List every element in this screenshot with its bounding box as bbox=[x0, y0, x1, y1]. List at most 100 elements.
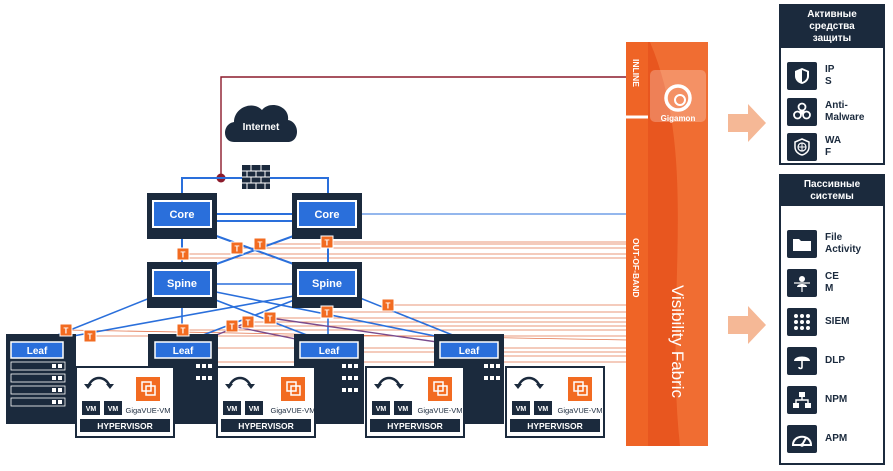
tap-label: T bbox=[235, 245, 240, 254]
system-item-label: SIEM bbox=[825, 316, 850, 327]
tap-marker: T bbox=[263, 311, 277, 325]
umbrella-icon bbox=[787, 347, 817, 375]
tap-label: T bbox=[258, 241, 263, 250]
tap-label: T bbox=[325, 309, 330, 318]
tap-label: T bbox=[268, 315, 273, 324]
tap-marker: T bbox=[320, 305, 334, 319]
tap-label: T bbox=[64, 327, 69, 336]
hypervisor-block-4: VM VM GigaVUE-VM HYPERVISOR bbox=[505, 366, 605, 438]
tap-label: T bbox=[230, 323, 235, 332]
tool-item-label: IP S bbox=[825, 64, 835, 87]
internet-label: Internet bbox=[243, 122, 280, 133]
leaf-label: Leaf bbox=[319, 346, 340, 357]
leaf-rack-3: Leaf bbox=[294, 334, 364, 424]
biohazard-icon bbox=[787, 98, 817, 126]
vm-label: VM bbox=[538, 406, 549, 413]
system-item-label: APM bbox=[825, 433, 848, 444]
gigamon-brand: Gigamon bbox=[661, 114, 696, 123]
core-label: Core bbox=[314, 209, 339, 221]
network-nodes-icon bbox=[787, 386, 817, 414]
system-item-label: File Activity bbox=[825, 232, 862, 255]
system-item-dlp[interactable]: DLP bbox=[787, 347, 845, 375]
core-switch-left: Core bbox=[147, 193, 217, 239]
gigavue-label: GigaVUE-VM bbox=[417, 406, 462, 415]
globe-shield-icon bbox=[787, 133, 817, 161]
tap-label: T bbox=[88, 333, 93, 342]
active-tools-panel: Активные средства защиты IP S Anti- Malw… bbox=[779, 4, 885, 165]
tap-marker: T bbox=[241, 315, 255, 329]
network-user-icon bbox=[787, 269, 817, 297]
core-label: Core bbox=[169, 209, 194, 221]
tap-label: T bbox=[386, 302, 391, 311]
vm-label: VM bbox=[249, 406, 260, 413]
gigamon-logo-icon bbox=[664, 84, 692, 112]
leaf-label: Leaf bbox=[27, 346, 48, 357]
system-item-apm[interactable]: APM bbox=[787, 425, 847, 453]
leaf-rack-1: Leaf bbox=[6, 334, 76, 424]
vm-label: VM bbox=[516, 406, 527, 413]
passive-systems-panel: Пассивные системы File Activity CE M SIE… bbox=[779, 174, 885, 465]
visibility-fabric: INLINE OUT-OF-BAND Gigamon Visibility Fa… bbox=[626, 42, 708, 446]
system-item-label: NPM bbox=[825, 394, 848, 405]
spine-switch-left: Spine bbox=[147, 262, 217, 308]
folder-icon bbox=[787, 230, 817, 258]
core-switch-right: Core bbox=[292, 193, 362, 239]
tap-label: T bbox=[181, 327, 186, 336]
tap-marker: T bbox=[381, 298, 395, 312]
spine-label: Spine bbox=[167, 278, 197, 290]
spine-label: Spine bbox=[312, 278, 342, 290]
gigavue-label: GigaVUE-VM bbox=[270, 406, 315, 415]
inline-label: INLINE bbox=[631, 59, 641, 87]
system-item-siem[interactable]: SIEM bbox=[787, 308, 849, 336]
tap-marker: T bbox=[320, 235, 334, 249]
arrow-to-passive-icon bbox=[728, 306, 766, 344]
tool-item-label: WA F bbox=[825, 135, 842, 158]
gigavue-label: GigaVUE-VM bbox=[557, 406, 602, 415]
system-item-cem[interactable]: CE M bbox=[787, 269, 839, 297]
shield-icon bbox=[787, 62, 817, 90]
system-item-label: CE M bbox=[825, 271, 839, 294]
hypervisor-label: HYPERVISOR bbox=[97, 421, 153, 431]
tap-marker: T bbox=[225, 319, 239, 333]
tap-marker: T bbox=[59, 323, 73, 337]
active-tools-title: Активные средства защиты bbox=[781, 6, 883, 48]
vm-label: VM bbox=[108, 406, 119, 413]
hypervisor-block-1: VM VM GigaVUE-VM HYPERVISOR bbox=[75, 366, 175, 438]
hypervisor-label: HYPERVISOR bbox=[238, 421, 294, 431]
tap-markers: T T T T T T T T T T T T bbox=[59, 235, 395, 343]
hypervisor-block-2: VM VM GigaVUE-VM HYPERVISOR bbox=[216, 366, 316, 438]
tap-label: T bbox=[181, 251, 186, 260]
fabric-label: Visibility Fabric bbox=[668, 285, 687, 399]
hypervisor-block-3: VM VM GigaVUE-VM HYPERVISOR bbox=[365, 366, 465, 438]
tap-marker: T bbox=[176, 323, 190, 337]
system-item-label: DLP bbox=[825, 355, 845, 366]
arrow-to-active-icon bbox=[728, 104, 766, 142]
tool-item-anti-malware[interactable]: Anti- Malware bbox=[787, 98, 864, 126]
hypervisor-label: HYPERVISOR bbox=[387, 421, 443, 431]
leaf-label: Leaf bbox=[459, 346, 480, 357]
hypervisor-label: HYPERVISOR bbox=[527, 421, 583, 431]
vm-label: VM bbox=[227, 406, 238, 413]
tap-marker: T bbox=[83, 329, 97, 343]
gigavue-label: GigaVUE-VM bbox=[125, 406, 170, 415]
tap-label: T bbox=[325, 239, 330, 248]
spine-switch-right: Spine bbox=[292, 262, 362, 308]
tool-item-ips[interactable]: IP S bbox=[787, 62, 834, 90]
tap-marker: T bbox=[230, 241, 244, 255]
grid-nodes-icon bbox=[787, 308, 817, 336]
vm-label: VM bbox=[398, 406, 409, 413]
core-uplinks bbox=[181, 177, 329, 222]
system-item-npm[interactable]: NPM bbox=[787, 386, 847, 414]
tool-item-waf[interactable]: WA F bbox=[787, 133, 841, 161]
rack-slots bbox=[196, 364, 500, 392]
vm-label: VM bbox=[86, 406, 97, 413]
internet-cloud: Internet bbox=[225, 105, 297, 142]
tap-marker: T bbox=[253, 237, 267, 251]
system-item-file-activity[interactable]: File Activity bbox=[787, 230, 861, 258]
leaf-label: Leaf bbox=[173, 346, 194, 357]
tap-marker: T bbox=[176, 247, 190, 261]
gauge-icon bbox=[787, 425, 817, 453]
vm-label: VM bbox=[376, 406, 387, 413]
tap-label: T bbox=[246, 319, 251, 328]
